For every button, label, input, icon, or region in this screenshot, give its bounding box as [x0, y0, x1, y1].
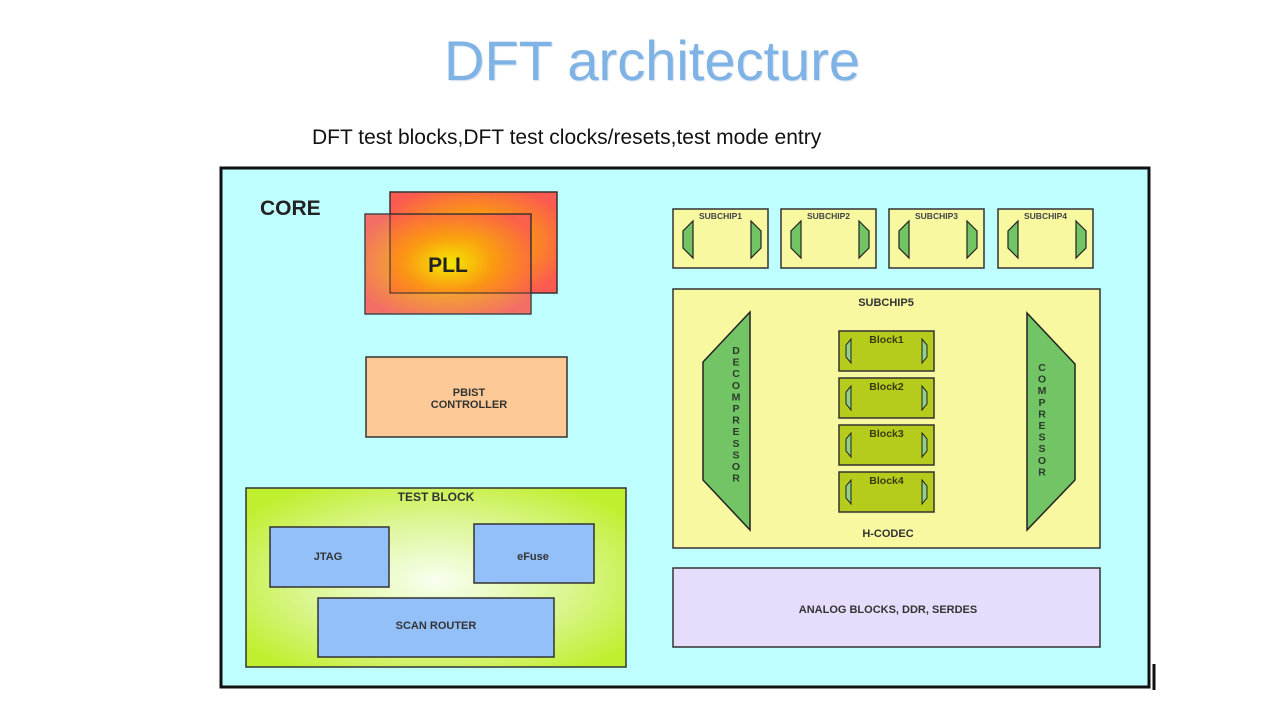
output-connector-icon — [750, 219, 762, 260]
compressor-letter: M — [1038, 385, 1047, 397]
subchip5-label: SUBCHIP5 — [858, 297, 914, 309]
pbist-controller-block: PBIST CONTROLLER — [365, 356, 568, 438]
input-connector-icon — [1007, 219, 1019, 260]
compressor-letter: O — [1038, 374, 1046, 386]
scan-router-label: SCAN ROUTER — [396, 620, 477, 632]
compressor-letter: S — [1038, 443, 1045, 455]
subchip-block: SUBCHIP1 — [672, 208, 769, 269]
decompressor-letter: E — [732, 426, 739, 438]
compressor-letter: R — [1038, 408, 1046, 420]
decompressor-letter: D — [732, 345, 740, 357]
compressor-letter: C — [1038, 362, 1046, 374]
pbist-label-line1: PBIST — [453, 387, 486, 399]
subchip-block: SUBCHIP3 — [888, 208, 985, 269]
analog-block: ANALOG BLOCKS, DDR, SERDES — [672, 567, 1101, 648]
output-connector-icon — [966, 219, 978, 260]
compressor-letter: P — [1038, 397, 1045, 409]
efuse-label: eFuse — [517, 551, 549, 563]
slide-title: DFT architecture — [444, 29, 860, 92]
test-block-label: TEST BLOCK — [398, 490, 475, 504]
core-label: CORE — [260, 197, 321, 220]
compressor-letter: E — [1038, 420, 1045, 432]
pll-label: PLL — [428, 254, 468, 277]
output-connector-icon — [858, 219, 870, 260]
codec-block-label: Block4 — [869, 475, 904, 487]
subchip-block: SUBCHIP4 — [997, 208, 1094, 269]
codec-block: Block3 — [838, 424, 935, 466]
decompressor-letter: E — [732, 357, 739, 369]
test-block: TEST BLOCK JTAG eFuse SCAN ROUTER — [245, 487, 627, 668]
scan-router-block: SCAN ROUTER — [317, 597, 555, 658]
subchip-label: SUBCHIP3 — [915, 211, 958, 221]
decompressor-letter: O — [732, 380, 740, 392]
pbist-label-line2: CONTROLLER — [431, 399, 507, 411]
output-connector-icon — [921, 431, 928, 459]
jtag-block: JTAG — [269, 526, 390, 588]
efuse-block: eFuse — [473, 523, 595, 584]
input-connector-icon — [682, 219, 694, 260]
input-connector-icon — [790, 219, 802, 260]
hcodec-label: H-CODEC — [862, 528, 913, 540]
codec-block-label: Block3 — [869, 428, 904, 440]
decompressor-letter: O — [732, 461, 740, 473]
codec-block: Block2 — [838, 377, 935, 419]
output-connector-icon — [921, 337, 928, 365]
input-connector-icon — [845, 478, 852, 506]
input-connector-icon — [898, 219, 910, 260]
subchip-block: SUBCHIP2 — [780, 208, 877, 269]
subchips-row: SUBCHIP1 SUBCHIP2 SUBCHIP3 SUBCHIP4 — [672, 208, 1094, 269]
subchip-label: SUBCHIP2 — [807, 211, 850, 221]
codec-block-label: Block2 — [869, 381, 904, 393]
decompressor-letter: M — [732, 391, 741, 403]
slide-subtitle: DFT test blocks,DFT test clocks/resets,t… — [312, 126, 822, 149]
subchip-label: SUBCHIP1 — [699, 211, 742, 221]
decompressor-letter: C — [732, 368, 740, 380]
decompressor-letter: R — [732, 415, 740, 427]
codec-block: Block4 — [838, 471, 935, 513]
output-connector-icon — [1075, 219, 1087, 260]
compressor-letter: S — [1038, 432, 1045, 444]
output-connector-icon — [921, 478, 928, 506]
compressor-letter: R — [1038, 466, 1046, 478]
decompressor-letter: S — [732, 438, 739, 450]
compressor-letter: O — [1038, 455, 1046, 467]
input-connector-icon — [845, 337, 852, 365]
codec-block-label: Block1 — [869, 334, 904, 346]
analog-label: ANALOG BLOCKS, DDR, SERDES — [799, 604, 977, 616]
input-connector-icon — [845, 431, 852, 459]
jtag-label: JTAG — [314, 551, 343, 563]
input-connector-icon — [845, 384, 852, 412]
decompressor-letter: P — [732, 403, 739, 415]
decompressor-letter: S — [732, 449, 739, 461]
codec-block: Block1 — [838, 330, 935, 372]
subchip-label: SUBCHIP4 — [1024, 211, 1067, 221]
pll-block: PLL — [364, 191, 558, 315]
output-connector-icon — [921, 384, 928, 412]
decompressor-letter: R — [732, 473, 740, 485]
